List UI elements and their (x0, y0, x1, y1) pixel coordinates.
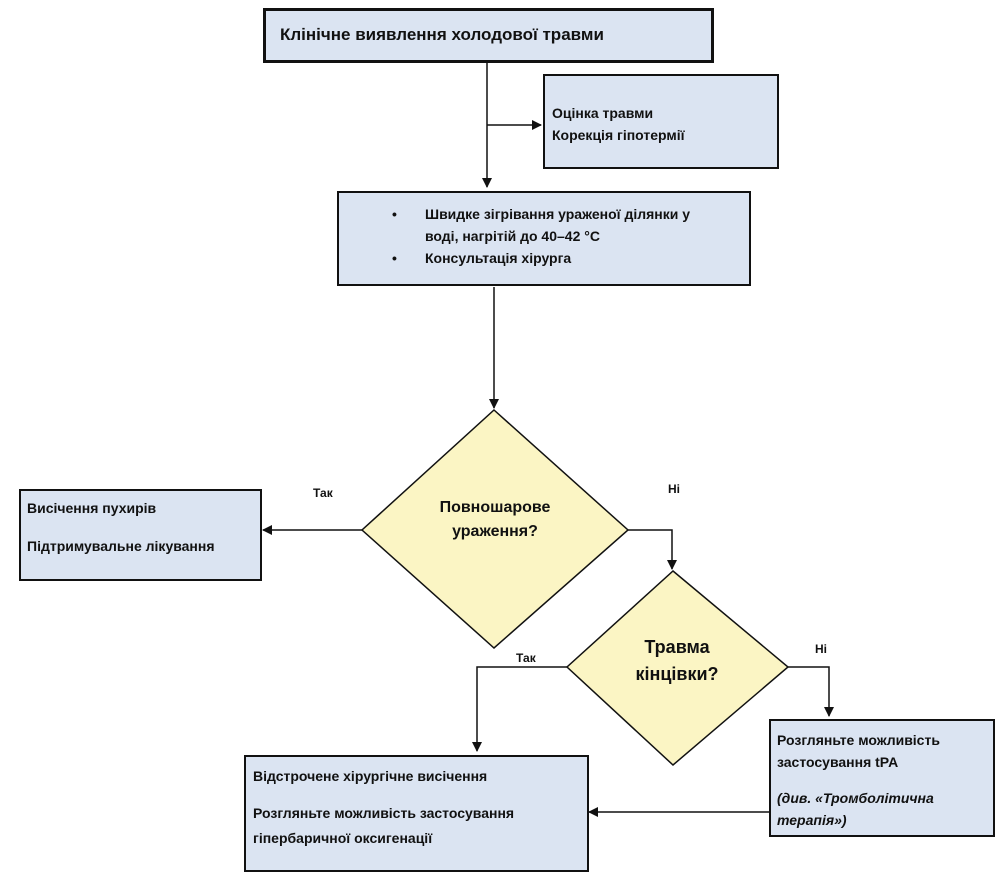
decision-limb-injury-shape (565, 570, 790, 767)
start-box: Клінічне виявлення холодової травми (263, 8, 714, 63)
blister-treatment-box: Висічення пухирів Підтримувальне лікуван… (19, 489, 262, 581)
warming-item-1b: воді, нагрітій до 40–42 °C (425, 228, 600, 244)
bullet-icon: • (392, 206, 397, 222)
decision-limb-injury: Травма кінцівки? (597, 634, 757, 688)
decision1-yes-label: Так (313, 486, 333, 500)
warming-item-2: Консультація хірурга (425, 250, 572, 266)
bullet-icon: • (392, 250, 397, 266)
surgery-line-2: Розгляньте можливість застосування (253, 805, 515, 821)
start-title: Клінічне виявлення холодової травми (280, 25, 604, 44)
connector-decision2-yes (472, 666, 567, 752)
warming-box: • Швидке зігрівання ураженої ділянки у в… (337, 191, 751, 286)
decision-full-thickness: Повношарове ураження? (395, 496, 595, 544)
decision2-line-1: Травма (644, 637, 710, 657)
surgery-line-1: Відстрочене хірургічне висічення (253, 768, 488, 784)
assessment-line-2: Корекція гіпотермії (552, 127, 685, 143)
tpa-reference-line-1: (див. «Тромболітична (777, 790, 934, 806)
tpa-reference-line-2: терапія») (777, 812, 847, 828)
connector-decision2-no (788, 666, 834, 717)
decision-full-thickness-shape (360, 408, 630, 650)
decision1-no-label: Ні (668, 482, 680, 496)
decision2-line-2: кінцівки? (635, 664, 719, 684)
decision1-line-1: Повношарове (439, 499, 551, 516)
blister-line-1: Висічення пухирів (27, 500, 157, 516)
blister-line-2: Підтримувальне лікування (27, 538, 215, 554)
decision2-no-label: Ні (815, 642, 827, 656)
tpa-box: Розгляньте можливість застосування tPA (… (769, 719, 995, 837)
surgery-line-3: гіпербаричної оксигенації (253, 830, 433, 846)
connector-decision1-no (628, 529, 677, 570)
assessment-line-1: Оцінка травми (552, 105, 654, 121)
decision1-line-2: ураження? (452, 523, 538, 540)
delayed-surgery-box: Відстрочене хірургічне висічення Розглян… (244, 755, 589, 872)
tpa-line-1: Розгляньте можливість (777, 732, 940, 748)
tpa-line-2: застосування tPA (777, 754, 899, 770)
warming-item-1a: Швидке зігрівання ураженої ділянки у (425, 206, 691, 222)
assessment-box: Оцінка травми Корекція гіпотермії (543, 74, 779, 169)
decision2-yes-label: Так (516, 651, 536, 665)
